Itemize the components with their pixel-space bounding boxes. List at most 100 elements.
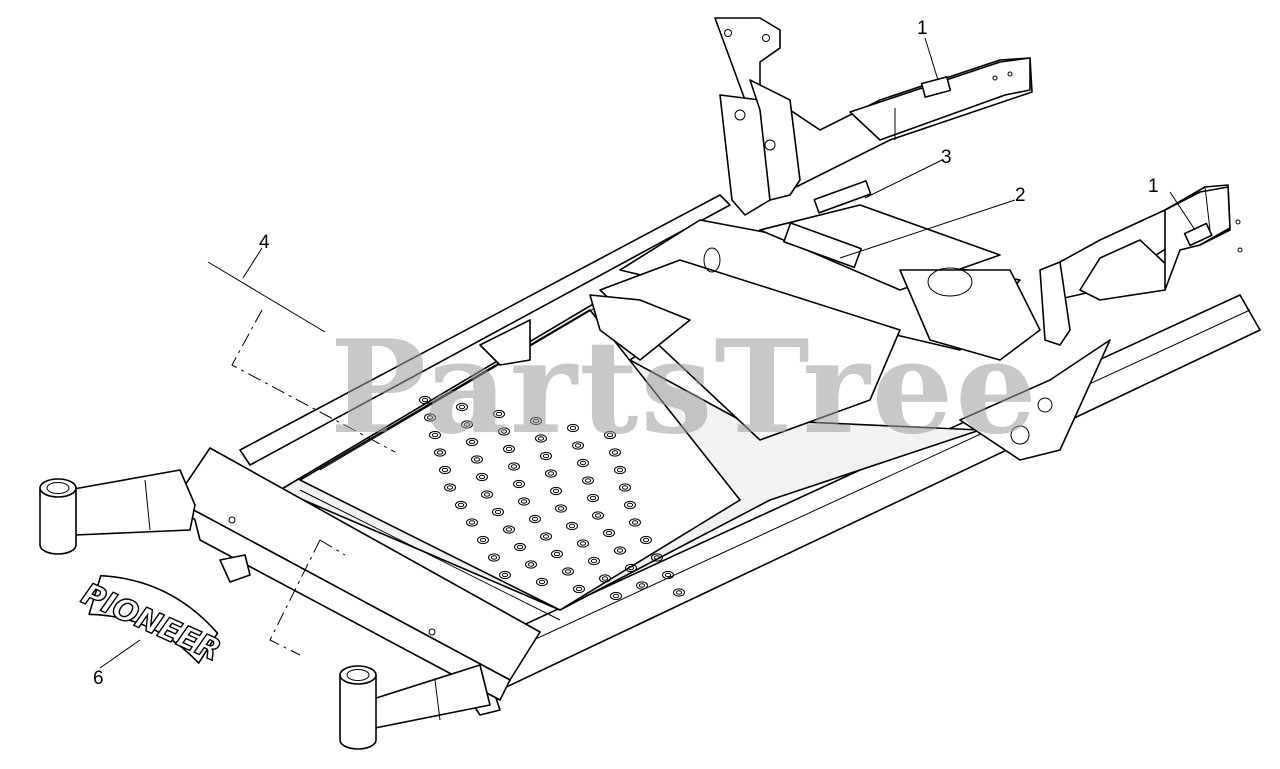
floor-hole-inner	[552, 488, 560, 494]
floor-hole-inner	[569, 425, 577, 431]
floor-hole	[651, 553, 663, 562]
decal-label-icon	[1183, 222, 1213, 247]
floor-hole-inner	[483, 492, 491, 497]
floor-hole-inner	[446, 485, 454, 490]
floor-hole-inner	[516, 544, 524, 550]
rear-right-rail	[1054, 184, 1243, 301]
floor-hole-inner	[537, 436, 545, 441]
floor-hole-inner	[468, 520, 476, 525]
floor-hole-inner	[479, 537, 487, 543]
floor-hole-inner	[510, 464, 518, 469]
floor-hole-inner	[441, 467, 449, 473]
callout-4: 4	[259, 232, 270, 253]
floor-hole-inner	[612, 593, 620, 599]
floor-hole	[625, 563, 637, 573]
floor-hole-inner	[638, 583, 646, 588]
floor-hole	[555, 504, 567, 513]
seat-supports	[599, 180, 1111, 461]
floor-hole-inner	[631, 520, 639, 525]
caster-cup-left	[39, 478, 77, 555]
floor-hole-inner	[426, 415, 434, 420]
floor-hole	[455, 500, 467, 510]
floor-hole-inner	[626, 502, 634, 508]
floor-hole	[456, 402, 468, 412]
decal-label-icon	[920, 76, 952, 98]
floor-hole	[424, 413, 436, 422]
floor-hole-inner	[458, 404, 466, 410]
floor-hole-inner	[579, 460, 587, 466]
floor-hole-inner	[490, 555, 498, 560]
floor-hole	[530, 416, 542, 426]
floor-hole	[662, 570, 674, 580]
decal-label-icon	[783, 222, 862, 269]
floor-hole-inner	[553, 551, 561, 557]
floor-hole-inner	[532, 418, 540, 424]
floor-hole-inner	[564, 569, 572, 574]
caster-cup-right	[339, 665, 377, 750]
floor-hole-inner	[538, 579, 546, 585]
floor-hole-inner	[531, 516, 539, 522]
floor-hole-inner	[501, 572, 509, 578]
floor-hole-inner	[605, 530, 613, 536]
floor-hole	[536, 577, 548, 587]
floor-hole-inner	[664, 572, 672, 578]
floor-hole	[492, 507, 504, 517]
floor-hole	[513, 479, 525, 489]
floor-hole	[499, 570, 511, 580]
floor-mat-outline	[207, 261, 396, 656]
floor-hole	[592, 511, 604, 520]
watermark-text: PartsTree	[330, 313, 1039, 463]
floor-hole	[588, 556, 600, 566]
floor-hole	[434, 448, 446, 457]
floor-hole-inner	[557, 506, 565, 511]
floor-hole-inner	[436, 450, 444, 455]
floor-hole-inner	[627, 565, 635, 571]
floor-hole	[577, 539, 589, 548]
callout-2: 2	[1015, 185, 1026, 206]
floor-hole-inner	[594, 513, 602, 518]
floor-hole	[572, 441, 584, 450]
floor-hole-inner	[568, 523, 576, 529]
floor-hole	[610, 591, 622, 601]
floor-hole	[514, 542, 526, 552]
circle-hole-icon	[419, 395, 685, 601]
floor-hole	[461, 420, 473, 429]
leader-lines	[99, 37, 1196, 669]
floor-hole-inner	[642, 537, 650, 543]
floor-hole-inner	[590, 558, 598, 564]
floor-hole-inner	[542, 534, 550, 539]
left-upright	[479, 294, 691, 366]
floor-hole-inner	[606, 432, 614, 438]
floor-hole	[476, 472, 488, 482]
floor-hole	[562, 567, 574, 576]
floor-hole-inner	[494, 509, 502, 515]
floor-hole-inner	[616, 467, 624, 473]
floor-hole-inner	[542, 453, 550, 459]
floor-hole-inner	[463, 422, 471, 427]
floor-hole	[503, 525, 515, 534]
floor-hole-inner	[575, 586, 583, 592]
floor-hole	[640, 535, 652, 545]
floor-hole	[481, 490, 493, 499]
floor-hole-inner	[515, 481, 523, 487]
floor-hole-inner	[505, 527, 513, 532]
rear-left-rail	[714, 17, 1033, 216]
floor-hole-inner	[421, 397, 429, 403]
floor-hole-inner	[611, 450, 619, 455]
floor-hole	[540, 451, 552, 461]
floor-hole	[624, 500, 636, 510]
floor-hole-inner	[505, 446, 513, 452]
floor-hole	[498, 427, 510, 436]
floor-hole	[566, 521, 578, 531]
decal-label-icon	[813, 180, 872, 214]
floor-hole	[599, 574, 611, 583]
floor-hole-inner	[601, 576, 609, 581]
floor-hole-inner	[621, 485, 629, 490]
floor-hole	[529, 514, 541, 524]
callout-1-top: 1	[917, 18, 928, 39]
floor-hole-inner	[520, 499, 528, 504]
floor-hole-inner	[616, 548, 624, 553]
floor-hole	[604, 430, 616, 440]
